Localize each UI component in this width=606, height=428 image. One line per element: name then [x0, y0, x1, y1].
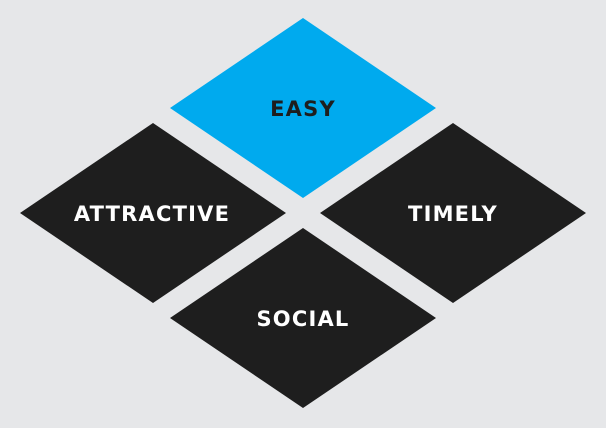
diamond-attractive: ATTRACTIVE [20, 123, 286, 303]
diamond-attractive-label: ATTRACTIVE [74, 202, 230, 226]
diamond-timely-shape [320, 123, 586, 303]
diamond-easy: EASY [170, 18, 436, 198]
diamond-social: SOCIAL [170, 228, 436, 408]
diamond-timely-label: TIMELY [408, 202, 498, 226]
diamond-social-label: SOCIAL [256, 307, 349, 331]
diamond-social-shape [170, 228, 436, 408]
diamond-attractive-shape [20, 123, 286, 303]
diamond-timely: TIMELY [320, 123, 586, 303]
diamond-easy-label: EASY [270, 97, 336, 121]
diamond-easy-shape [170, 18, 436, 198]
